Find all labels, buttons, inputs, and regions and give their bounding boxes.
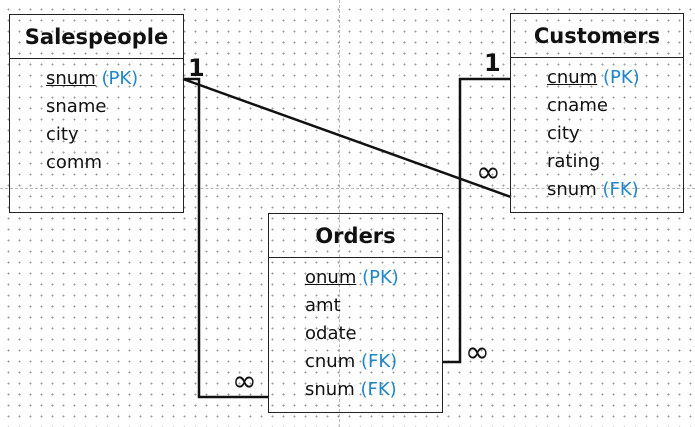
entity-title: Orders bbox=[269, 214, 442, 258]
attribute-row: snum (FK) bbox=[547, 176, 683, 204]
attribute-name: comm bbox=[46, 152, 102, 173]
attribute-name: snum bbox=[46, 68, 96, 89]
cardinality-one-salespeople: 1 bbox=[188, 54, 205, 82]
entity-salespeople[interactable]: Salespeople snum (PK) sname city comm bbox=[9, 14, 184, 213]
key-badge: (PK) bbox=[101, 68, 139, 89]
attribute-name: amt bbox=[305, 295, 341, 316]
key-badge: (FK) bbox=[602, 179, 639, 200]
attribute-row: snum (PK) bbox=[46, 65, 183, 93]
entity-orders[interactable]: Orders onum (PK) amt odate cnum (FK) snu… bbox=[268, 213, 443, 413]
attribute-name: cname bbox=[547, 95, 608, 116]
key-badge: (FK) bbox=[360, 351, 398, 372]
attribute-row: snum (FK) bbox=[305, 376, 442, 404]
entity-title: Salespeople bbox=[10, 15, 183, 59]
cardinality-many-orders-snum: ∞ bbox=[232, 364, 257, 399]
attribute-row: sname bbox=[46, 93, 183, 121]
key-badge: (PK) bbox=[602, 67, 640, 88]
attribute-row: rating bbox=[547, 148, 683, 176]
salespeople-customers-line bbox=[182, 77, 512, 199]
attribute-name: city bbox=[46, 124, 79, 145]
attribute-name: city bbox=[547, 123, 580, 144]
cardinality-one-customers: 1 bbox=[484, 49, 501, 77]
attribute-name: snum bbox=[547, 179, 597, 200]
cardinality-many-customers: ∞ bbox=[476, 155, 501, 190]
key-badge: (FK) bbox=[360, 379, 397, 400]
attribute-row: odate bbox=[305, 320, 442, 348]
entity-customers[interactable]: Customers cnum (PK) cname city rating sn… bbox=[510, 13, 684, 213]
salespeople-orders-line bbox=[183, 77, 269, 399]
entity-title: Customers bbox=[511, 14, 683, 58]
attribute-list: onum (PK) amt odate cnum (FK) snum (FK) bbox=[269, 258, 442, 404]
attribute-name: snum bbox=[305, 379, 355, 400]
customers-orders-line bbox=[442, 77, 511, 364]
attribute-list: snum (PK) sname city comm bbox=[10, 59, 183, 177]
attribute-name: odate bbox=[305, 323, 357, 344]
attribute-row: comm bbox=[46, 149, 183, 177]
key-badge: (PK) bbox=[362, 267, 399, 288]
attribute-row: amt bbox=[305, 292, 442, 320]
attribute-list: cnum (PK) cname city rating snum (FK) bbox=[511, 58, 683, 204]
attribute-row: cname bbox=[547, 92, 683, 120]
attribute-name: onum bbox=[305, 267, 357, 288]
attribute-row: city bbox=[547, 120, 683, 148]
attribute-name: cnum bbox=[547, 67, 598, 88]
cardinality-many-orders-cnum: ∞ bbox=[465, 335, 490, 370]
attribute-row: city bbox=[46, 121, 183, 149]
attribute-name: cnum bbox=[305, 351, 356, 372]
attribute-row: onum (PK) bbox=[305, 264, 442, 292]
attribute-row: cnum (FK) bbox=[305, 348, 442, 376]
horizontal-guide-line bbox=[0, 188, 695, 189]
attribute-name: sname bbox=[46, 96, 107, 117]
attribute-name: rating bbox=[547, 151, 601, 172]
attribute-row: cnum (PK) bbox=[547, 64, 683, 92]
